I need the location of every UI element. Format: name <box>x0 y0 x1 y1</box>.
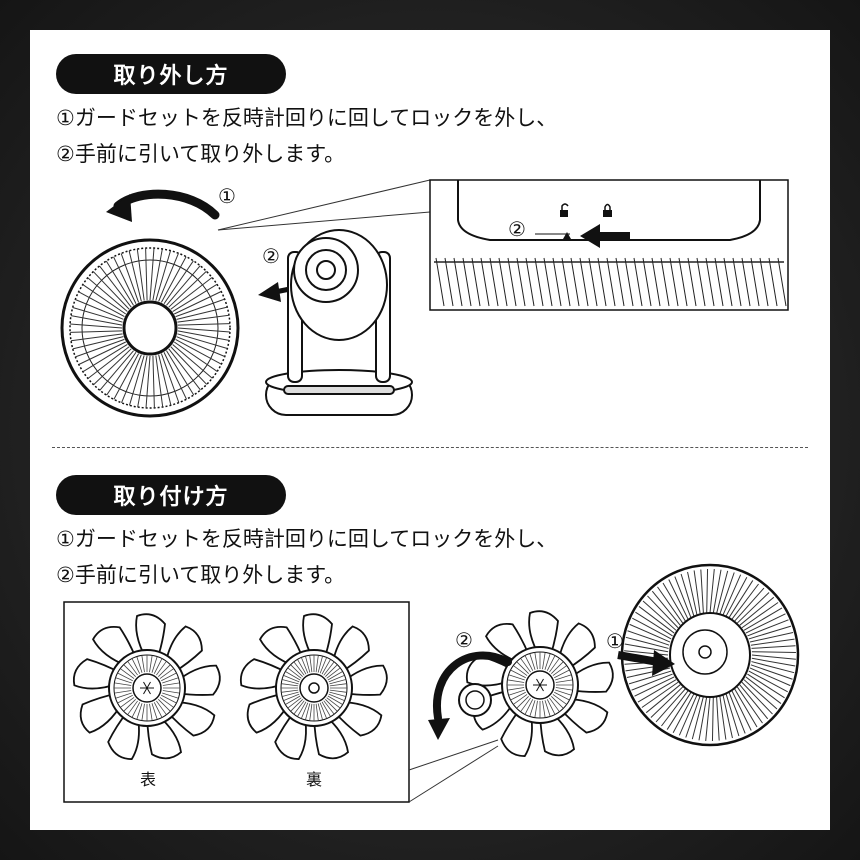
instruction-card: 取り外し方 ①ガードセットを反時計回りに回してロックを外し、 ②手前に引いて取り… <box>30 30 830 830</box>
back-label: 裏 <box>306 770 322 789</box>
callout-line <box>409 740 498 770</box>
front-label: 表 <box>140 770 156 789</box>
attachment-illustration: 表 裏 ② ① <box>30 30 830 830</box>
fan-blade-attach <box>465 611 615 760</box>
step-2-marker: ② <box>455 628 473 652</box>
rear-guard <box>622 565 798 745</box>
callout-line <box>409 746 498 802</box>
shaft-knob <box>459 684 491 716</box>
step-1-marker: ① <box>606 629 624 653</box>
